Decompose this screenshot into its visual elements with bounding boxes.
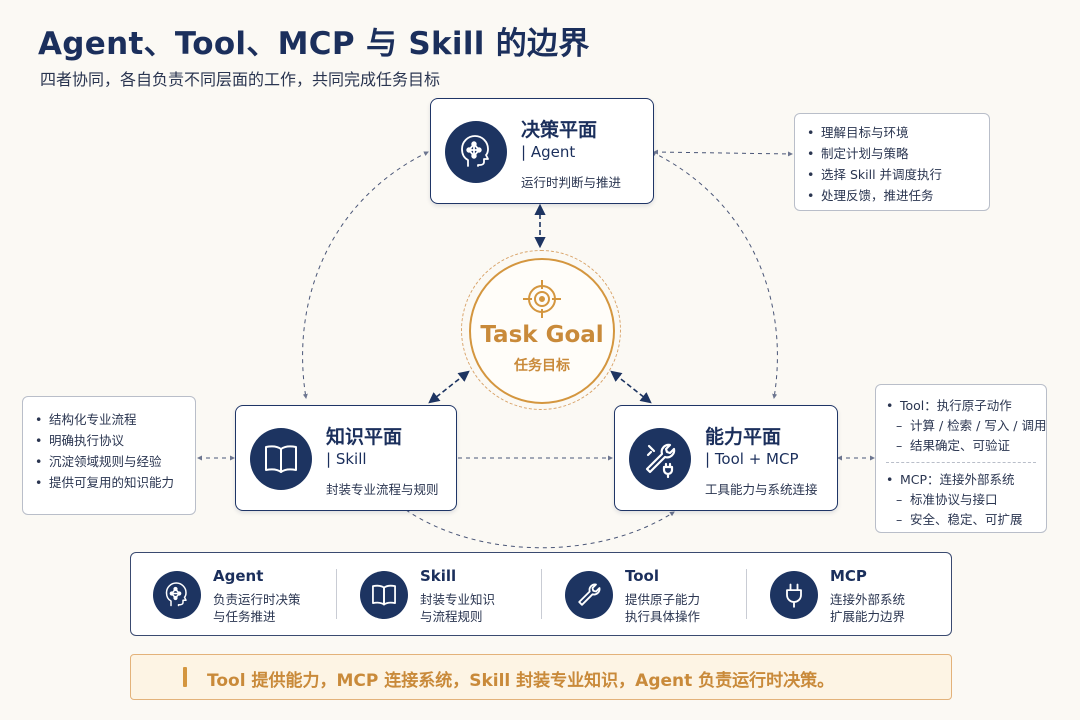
open-book-icon: [360, 571, 408, 619]
wrench-icon: [565, 571, 613, 619]
decision-plane-desc: 运行时判断与推进: [521, 175, 622, 190]
summary-banner: Tool 提供能力，MCP 连接系统，Skill 封装专业知识，Agent 负责…: [130, 654, 952, 700]
note-item: 沉淀领域规则与经验: [35, 451, 195, 472]
note-item: 制定计划与策略: [807, 143, 989, 164]
legend-name: Skill: [420, 567, 457, 585]
agent-notes-link: [653, 149, 793, 157]
legend-desc: 与流程规则: [420, 609, 483, 624]
skill-goal-link: [428, 370, 470, 404]
legend-name: MCP: [830, 567, 867, 585]
legend-panel: Agent 负责运行时决策 与任务推进 Skill 封装专业知识 与流程规则 T…: [130, 552, 952, 636]
legend-name: Agent: [213, 567, 264, 585]
knowledge-plane-card: 知识平面 | Skill 封装专业流程与规则: [235, 405, 457, 511]
open-book-icon: [250, 428, 312, 490]
capability-goal-link: [610, 370, 652, 404]
summary-text: Tool 提供能力，MCP 连接系统，Skill 封装专业知识，Agent 负责…: [207, 671, 835, 691]
legend-desc: 连接外部系统: [830, 592, 906, 607]
banner-accent-bar: [183, 667, 187, 687]
legend-divider: [336, 569, 337, 619]
note-item: 提供可复用的知识能力: [35, 472, 195, 493]
legend-desc: 负责运行时决策: [213, 592, 301, 607]
loop-arc-left: [302, 151, 429, 399]
page-subtitle: 四者协同，各自负责不同层面的工作，共同完成任务目标: [40, 70, 441, 89]
legend-desc: 扩展能力边界: [830, 609, 906, 624]
notes-divider: [886, 462, 1036, 463]
capability-plane-desc: 工具能力与系统连接: [705, 482, 818, 497]
note-item: 理解目标与环境: [807, 122, 989, 143]
decision-plane-title: 决策平面: [521, 119, 598, 141]
tool-note: Tool：执行原子动作: [886, 395, 1046, 416]
mcp-note: MCP：连接外部系统: [886, 469, 1046, 490]
brain-network-icon: [153, 571, 201, 619]
plug-icon: [770, 571, 818, 619]
legend-divider: [541, 569, 542, 619]
note-item: 选择 Skill 并调度执行: [807, 164, 989, 185]
knowledge-plane-desc: 封装专业流程与规则: [326, 482, 439, 497]
target-icon: [523, 280, 561, 318]
note-item: 处理反馈，推进任务: [807, 185, 989, 206]
brain-network-icon: [445, 121, 507, 183]
legend-name: Tool: [625, 567, 659, 585]
decision-notes: 理解目标与环境 制定计划与策略 选择 Skill 并调度执行 处理反馈，推进任务: [794, 113, 990, 211]
mcp-sub-item: 标准协议与接口: [886, 490, 1046, 510]
capability-notes: Tool：执行原子动作 计算 / 检索 / 写入 / 调用 结果确定、可验证 M…: [875, 384, 1047, 533]
knowledge-plane-title: 知识平面: [326, 426, 403, 448]
goal-outer-ring: [461, 250, 621, 410]
note-item: 结构化专业流程: [35, 409, 195, 430]
legend-desc: 与任务推进: [213, 609, 276, 624]
legend-divider: [746, 569, 747, 619]
loop-arc-right: [651, 151, 778, 399]
knowledge-plane-subtitle: | Skill: [326, 450, 367, 468]
tool-sub-item: 计算 / 检索 / 写入 / 调用: [886, 416, 1046, 436]
mcp-sub-item: 安全、稳定、可扩展: [886, 510, 1046, 530]
goal-title-zh: 任务目标: [514, 358, 570, 374]
capability-plane-card: 能力平面 | Tool + MCP 工具能力与系统连接: [614, 405, 838, 511]
page-title: Agent、Tool、MCP 与 Skill 的边界: [38, 26, 590, 62]
tools-plug-icon: [629, 428, 691, 490]
goal-title-en: Task Goal: [480, 322, 604, 348]
legend-desc: 执行具体操作: [625, 609, 701, 624]
loop-arc-bottom: [405, 509, 675, 549]
tool-sub-item: 结果确定、可验证: [886, 436, 1046, 456]
capability-plane-title: 能力平面: [705, 426, 782, 448]
knowledge-notes: 结构化专业流程 明确执行协议 沉淀领域规则与经验 提供可复用的知识能力: [22, 396, 196, 515]
task-goal-circle: Task Goal 任务目标: [469, 258, 615, 404]
decision-plane-subtitle: | Agent: [521, 143, 576, 161]
note-item: 明确执行协议: [35, 430, 195, 451]
legend-desc: 提供原子能力: [625, 592, 701, 607]
capability-plane-subtitle: | Tool + MCP: [705, 450, 799, 468]
decision-plane-card: 决策平面 | Agent 运行时判断与推进: [430, 98, 654, 204]
legend-desc: 封装专业知识: [420, 592, 496, 607]
